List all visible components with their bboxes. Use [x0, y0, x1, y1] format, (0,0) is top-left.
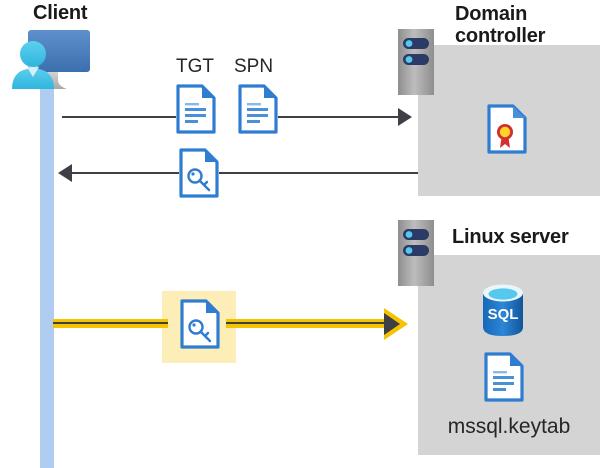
- server-rack-icon-domain-controller: [398, 29, 434, 95]
- flow-response-line-left: [72, 172, 179, 174]
- document-icon-tgt: [176, 84, 216, 134]
- client-title: Client: [33, 2, 88, 24]
- flow-service-ticket-line-right: [226, 319, 384, 328]
- client-lifeline: [40, 62, 54, 468]
- key-document-icon-ticket: [179, 148, 219, 198]
- domain-controller-title: Domain controller: [455, 3, 546, 48]
- document-icon-keytab: [484, 352, 524, 402]
- linux-server-title: Linux server: [452, 226, 569, 248]
- user-computer-icon: [8, 26, 94, 94]
- sql-database-icon: SQL: [479, 283, 527, 339]
- flow-response-line-right: [219, 172, 418, 174]
- tgt-label: TGT: [176, 56, 214, 77]
- flow-service-ticket-line-left: [53, 319, 168, 328]
- server-rack-icon-linux-server: [398, 220, 434, 286]
- flow-request-arrowhead: [398, 108, 412, 126]
- flow-service-ticket-arrowhead-inner: [384, 313, 400, 335]
- key-document-icon-service-ticket: [180, 299, 220, 349]
- spn-label: SPN: [234, 56, 274, 77]
- document-icon-spn: [238, 84, 278, 134]
- flow-request-line-right: [278, 116, 408, 118]
- flow-response-arrowhead: [58, 164, 72, 182]
- keytab-filename-label: mssql.keytab: [447, 415, 571, 438]
- certificate-document-icon: [487, 104, 527, 154]
- sql-database-label: SQL: [488, 306, 519, 323]
- flow-request-line-left: [62, 116, 176, 118]
